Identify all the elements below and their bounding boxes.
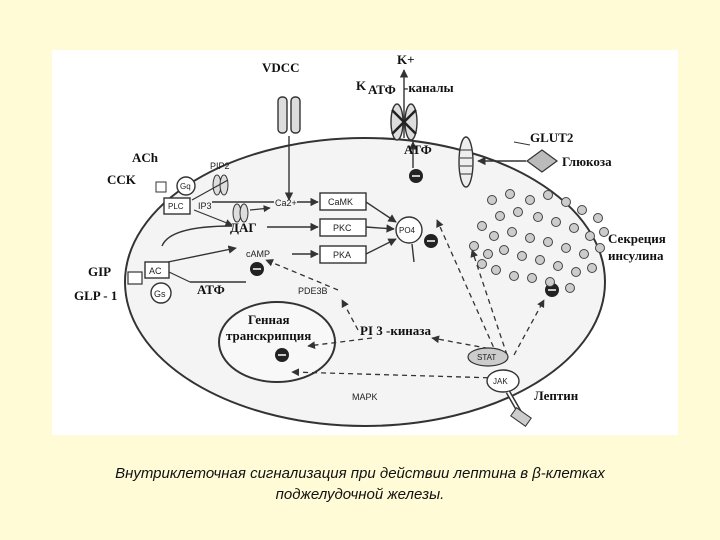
po4-circle — [395, 216, 423, 244]
vdcc-label: VDCC — [262, 60, 300, 75]
pi3k-label: PI 3 -киназа — [360, 323, 432, 338]
signaling-arrows — [161, 197, 415, 283]
figure-caption: Внутриклеточная сигнализация при действи… — [20, 463, 700, 505]
ip3-label: IP3 — [198, 201, 212, 211]
channels-label: -каналы — [404, 80, 454, 95]
atf-channel-label: АТФ — [368, 82, 396, 97]
camp-label: cAMP — [246, 249, 270, 259]
caption-line-1: Внутриклеточная сигнализация при действи… — [115, 465, 605, 482]
stat-label: STAT — [477, 353, 496, 362]
gene-line2: транскрипция — [226, 328, 311, 343]
gs-ac-complex — [127, 261, 191, 304]
secretion-line2: инсулина — [608, 248, 664, 263]
gene-line1: Генная — [248, 312, 290, 327]
inhibition-signs — [250, 169, 559, 362]
ca-label: Ca2+ — [275, 198, 297, 208]
glp-label: GLP - 1 — [74, 288, 117, 303]
pka-box — [319, 245, 367, 264]
gq-label: Gq — [180, 182, 191, 191]
pde3b-label: PDE3B — [298, 286, 328, 296]
caption-line-2: поджелудочной железы. — [275, 486, 445, 503]
leptin-signaling-diagram: VDCC K+ K АТФ -каналы GLUT2 Глюкоза АТФ … — [74, 52, 666, 427]
cck-label: CCK — [107, 172, 137, 187]
insulin-granules — [469, 189, 609, 293]
k-plus-label: K+ — [397, 52, 415, 67]
glut2-transporter — [458, 136, 559, 188]
ac-label: AC — [149, 266, 162, 276]
po4-label: PO4 — [399, 226, 416, 235]
gq-plc-complex — [155, 174, 271, 226]
atf-left-label: АТФ — [197, 282, 225, 297]
gs-label: Gs — [154, 289, 166, 299]
pkc-label: PKC — [333, 223, 352, 233]
dag-label: ДАГ — [230, 220, 257, 235]
camk-label: CaMK — [328, 197, 353, 207]
secretion-line1: Секреция — [608, 231, 666, 246]
k-letter-label: K — [356, 78, 367, 93]
atf-mid-label: АТФ — [404, 142, 432, 157]
camk-box — [319, 192, 367, 211]
pka-label: PKA — [333, 250, 351, 260]
mapk-label: MAPK — [352, 392, 378, 402]
ach-label: ACh — [132, 150, 159, 165]
plc-label: PLC — [168, 202, 184, 211]
jak-label: JAK — [493, 377, 508, 386]
glucose-label: Глюкоза — [562, 154, 612, 169]
vdcc-channel — [277, 96, 301, 201]
pip2-label: PIP2 — [210, 161, 230, 171]
jak-stat-complex — [467, 347, 532, 427]
glut2-label: GLUT2 — [530, 130, 573, 145]
leptin-label: Лептин — [534, 388, 579, 403]
diagram-panel: VDCC K+ K АТФ -каналы GLUT2 Глюкоза АТФ … — [52, 50, 678, 435]
katp-channel — [390, 69, 418, 168]
gip-label: GIP — [88, 264, 111, 279]
